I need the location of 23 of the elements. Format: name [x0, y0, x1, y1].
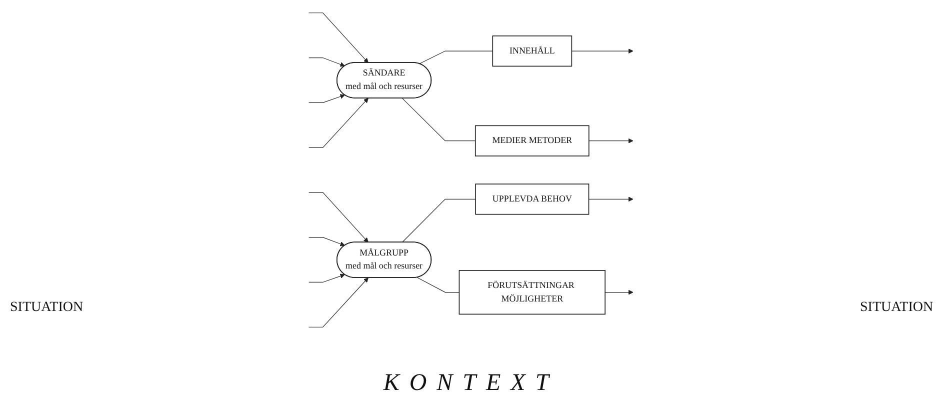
- connector: [402, 98, 476, 142]
- arrow: [308, 274, 345, 282]
- arrow: [308, 98, 368, 148]
- arrow: [308, 278, 368, 328]
- arrow: [308, 58, 345, 67]
- node-box: INNEHÅLL: [492, 35, 572, 67]
- connector: [416, 277, 460, 293]
- arrow: [308, 237, 345, 246]
- node-box: MEDIER METODER: [474, 125, 590, 156]
- connector: [419, 50, 493, 64]
- arrow: [588, 196, 634, 202]
- arrow: [308, 12, 368, 64]
- arrow: [571, 48, 634, 54]
- node-box: UPPLEVDA BEHOV: [475, 184, 590, 215]
- connector: [402, 198, 476, 243]
- situation-label: SITUATION: [860, 300, 934, 316]
- node-box: FÖRUTSÄTTNINGAR MÖJLIGHETER: [458, 270, 606, 315]
- arrow: [308, 94, 345, 103]
- arrow: [604, 290, 634, 295]
- arrow: [588, 138, 634, 144]
- situation-label: SITUATION: [10, 300, 84, 316]
- arrow: [308, 192, 368, 243]
- context-label: KONTEXT: [383, 370, 559, 396]
